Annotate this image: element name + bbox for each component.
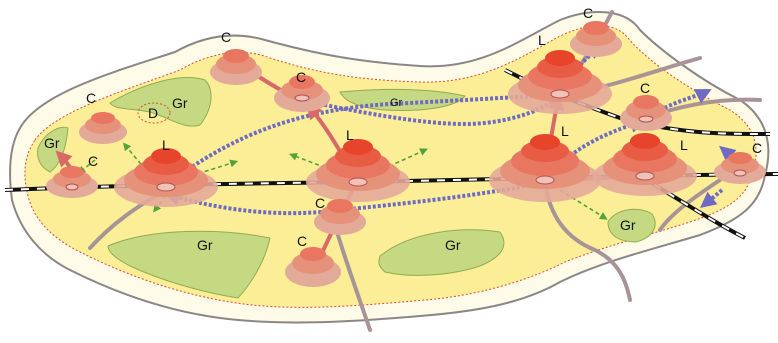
center-hill-c-west: [46, 166, 98, 198]
label-district-d: D: [148, 105, 158, 121]
center-hill-c-north-center: [274, 75, 330, 112]
center-hill-l-central: [306, 139, 410, 202]
center-hill-c-northeast: [570, 21, 622, 57]
label-gr-south: Gr: [197, 237, 213, 253]
center-hill-c-nw: [79, 112, 127, 144]
center-hill-c-east: [620, 95, 672, 131]
label-gr-nw: Gr: [172, 95, 188, 111]
road-south: [333, 223, 372, 332]
center-hill-l-northeast: [508, 50, 612, 114]
center-hill-l-east: [489, 134, 601, 202]
label-l-northeast: L: [538, 32, 546, 48]
green-space-east: [607, 208, 656, 243]
label-l-east: L: [561, 123, 569, 139]
label-c-far-east: C: [752, 140, 762, 156]
label-l-far-east: L: [680, 137, 688, 153]
green-space-southeast: [378, 229, 505, 276]
label-c-nw: C: [86, 90, 96, 106]
label-gr-north: Gr: [390, 97, 403, 109]
district-d-outline: [137, 102, 171, 124]
center-hill-c-far-east: [714, 152, 766, 184]
center-hill-c-north: [210, 49, 262, 85]
center-hill-c-south: [285, 247, 341, 287]
road-southeast: [543, 180, 632, 302]
label-gr-east: Gr: [620, 217, 636, 233]
road-east-lower: [658, 178, 722, 232]
label-l-central: L: [346, 127, 354, 143]
label-c-west: C: [88, 153, 98, 169]
center-hill-l-west: [114, 148, 218, 207]
label-c-northeast: C: [583, 5, 593, 21]
label-c-east: C: [640, 80, 650, 96]
label-c-south-center: C: [315, 195, 325, 211]
label-c-south: C: [297, 233, 307, 249]
green-space-south: [107, 230, 271, 299]
green-space-nw: [109, 77, 212, 127]
label-l-west: L: [162, 137, 170, 153]
center-hill-l-far-east: [593, 133, 697, 196]
center-hill-c-south-center: [314, 199, 366, 235]
label-gr-west: Gr: [44, 135, 60, 151]
label-c-north-center: C: [296, 69, 306, 85]
label-gr-southeast: Gr: [445, 237, 461, 253]
label-c-north: C: [221, 29, 231, 45]
blue-flow-7: [700, 188, 724, 208]
